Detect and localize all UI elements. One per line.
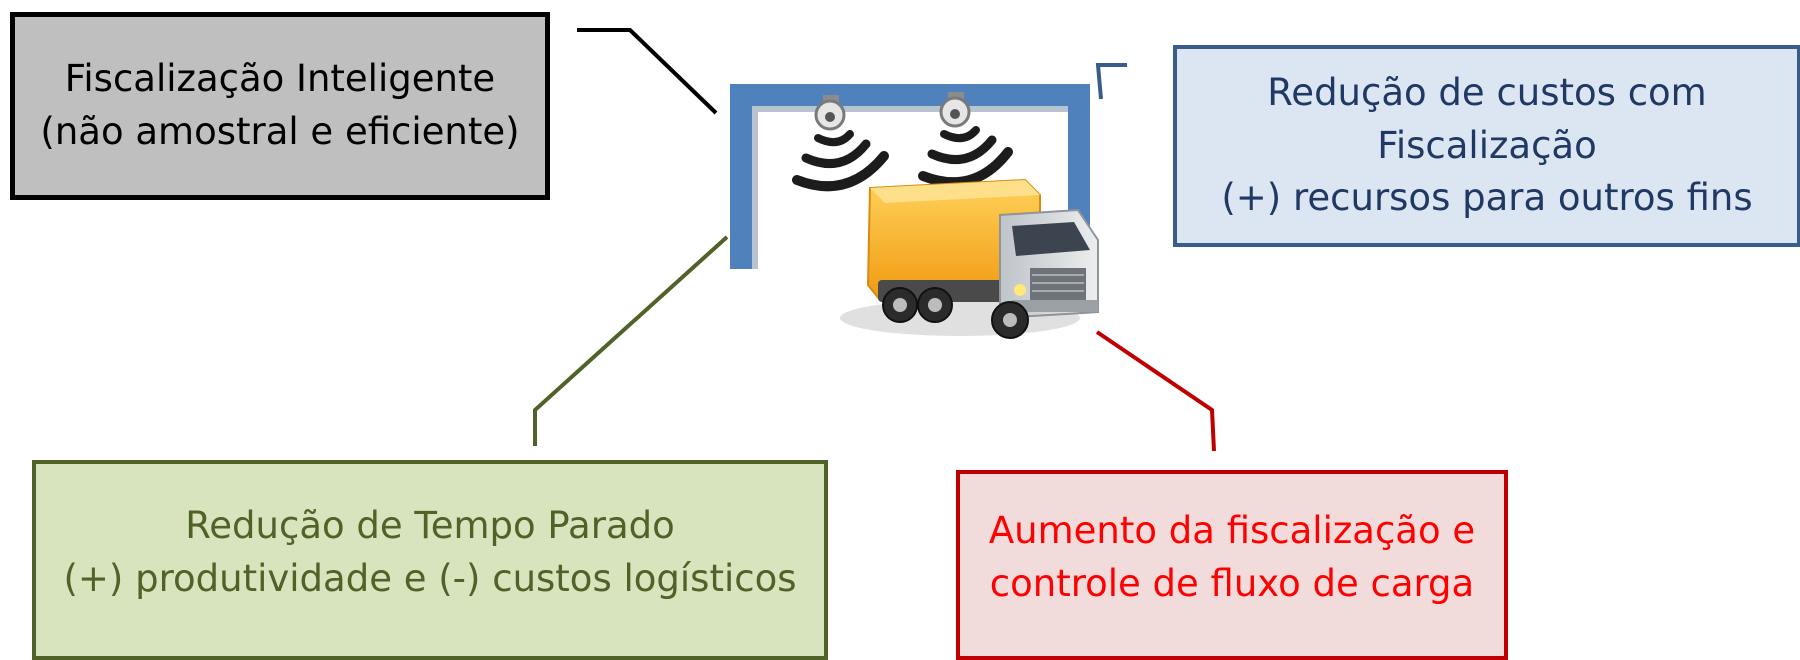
box-smart-inspection: Fiscalização Inteligente (não amostral e… xyxy=(10,12,550,200)
box-cost-reduction-line-3: (+) recursos para outros fins xyxy=(1221,176,1753,220)
connector-bottom-left xyxy=(533,235,729,446)
box-inspection-increase-line-2: controle de fluxo de carga xyxy=(989,562,1475,605)
box-cost-reduction-line-2: Fiscalização xyxy=(1377,123,1597,167)
box-smart-inspection-line-1: Fiscalização Inteligente xyxy=(64,57,496,101)
box-cost-reduction: Redução de custos com Fiscalização (+) r… xyxy=(1173,45,1800,247)
wireless-signal-icon xyxy=(792,130,889,192)
sensor-camera-icon xyxy=(939,92,971,128)
box-cost-reduction-line-1: Redução de custos com xyxy=(1267,71,1707,115)
sensor-camera-icon xyxy=(814,95,846,131)
connector-bottom-right xyxy=(1095,330,1216,452)
wireless-signal-icon xyxy=(918,126,1013,188)
connector-top-left xyxy=(577,28,718,115)
box-downtime-reduction-line-1: Redução de Tempo Parado xyxy=(185,504,675,548)
box-inspection-increase-line-1: Aumento da fiscalização e xyxy=(988,509,1476,553)
box-downtime-reduction: Redução de Tempo Parado (+) produtividad… xyxy=(32,460,828,660)
box-smart-inspection-line-2: (não amostral e eficiente) xyxy=(40,110,520,153)
connector-top-right xyxy=(1095,63,1127,100)
box-downtime-reduction-line-2: (+) produtividade e (-) custos logístico… xyxy=(63,557,797,600)
truck-icon xyxy=(840,178,1099,339)
box-inspection-increase: Aumento da fiscalização e controle de fl… xyxy=(956,470,1508,660)
